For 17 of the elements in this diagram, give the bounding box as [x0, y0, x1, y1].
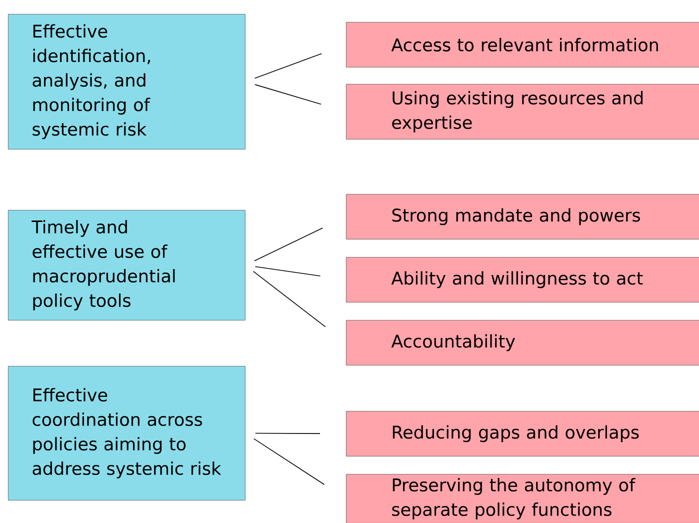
factor-box: Accountability	[346, 320, 699, 366]
connector-line	[254, 228, 323, 262]
factor-box: Reducing gaps and overlaps	[346, 411, 699, 456]
connector-line	[254, 266, 321, 276]
factor-box: Preserving the autonomy of separate policy functions	[346, 474, 699, 523]
connector-line	[253, 438, 325, 485]
factor-box: Using existing resources and expertise	[346, 84, 699, 140]
connector-line	[254, 84, 322, 105]
factor-box: Strong mandate and powers	[346, 194, 699, 240]
connector-line	[252, 270, 326, 328]
goal-box: Effective coordination across policies aiming to address systemic risk	[8, 366, 246, 500]
factor-box: Access to relevant information	[346, 22, 699, 68]
goal-box: Effective identification, analysis, and monitoring of systemic risk	[8, 14, 246, 150]
factor-box: Ability and willingness to act	[346, 257, 699, 302]
connector-line	[254, 53, 322, 79]
connector-line	[255, 432, 320, 434]
goal-box: Timely and effective use of macroprudential policy tools	[8, 210, 246, 320]
